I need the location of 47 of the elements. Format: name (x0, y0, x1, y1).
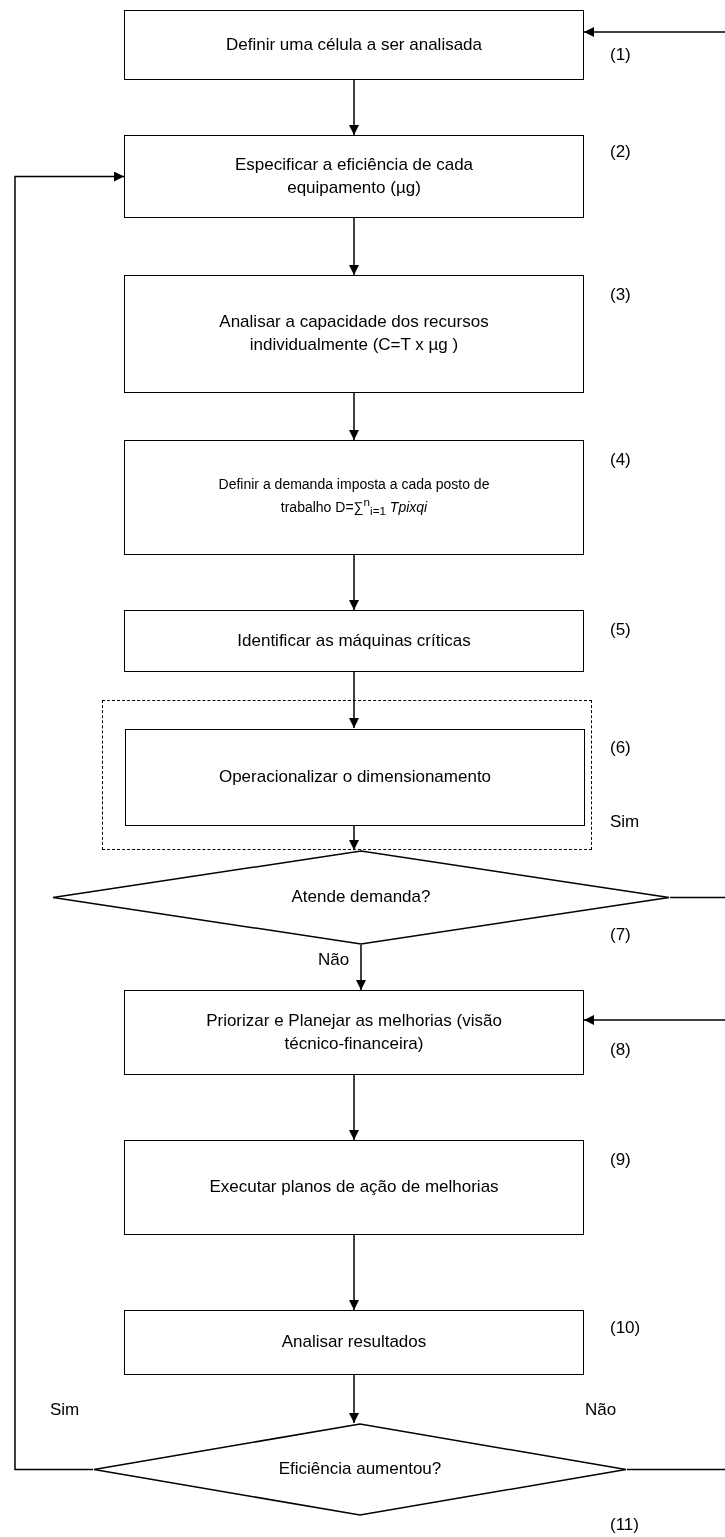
decision-diamond (52, 850, 670, 945)
step-text: Atende demanda? (291, 886, 431, 909)
step-text: Especificar a eficiência de cada equipamento (µg) (233, 153, 475, 199)
arrow (349, 217, 359, 276)
step-text: Eficiência aumentou? (278, 1458, 442, 1481)
step-number: (1) (610, 45, 631, 65)
arrow (349, 1374, 359, 1424)
step-number: (5) (610, 620, 631, 640)
arrow (349, 671, 359, 729)
step-number: (8) (610, 1040, 631, 1060)
arrow (349, 79, 359, 136)
step-number: (7) (610, 925, 631, 945)
process-box (124, 610, 584, 672)
step-number: (4) (610, 450, 631, 470)
arrow (349, 554, 359, 611)
arrow (356, 944, 366, 991)
step-number: (3) (610, 285, 631, 305)
step-number: (2) (610, 142, 631, 162)
arrow (349, 392, 359, 441)
process-box (125, 729, 585, 826)
step-number: (11) (610, 1515, 639, 1535)
process-box (124, 440, 584, 555)
step-text: Analisar resultados (281, 1331, 427, 1354)
step-text: Executar planos de ação de melhorias (209, 1176, 499, 1199)
step-number: (10) (610, 1318, 641, 1338)
arrow (583, 27, 725, 37)
step-text: Definir uma célula a ser analisada (225, 33, 483, 56)
step-text: Definir a demanda imposta a cada posto de trabalho D=∑$^{n}$$_{i=1}$ Tpixqi (217, 475, 491, 520)
step-number: (6) (610, 738, 631, 758)
process-box (124, 1140, 584, 1235)
step-number: (9) (610, 1150, 631, 1170)
process-box (124, 135, 584, 218)
decision-diamond (93, 1423, 627, 1516)
step-text: Analisar a capacidade dos recursos individualmente (C=T x µg ) (218, 311, 490, 356)
step-text: Identificar as máquinas críticas (237, 629, 471, 652)
process-box (124, 275, 584, 393)
arrow (14, 171, 125, 1471)
arrow (349, 1074, 359, 1141)
step-text: Priorizar e Planejar as melhorias (visão técnico-financeira) (205, 1009, 503, 1055)
arrow (583, 1015, 725, 1025)
arrow (349, 824, 359, 851)
process-box (124, 1310, 584, 1375)
process-box (124, 990, 584, 1075)
process-box (124, 10, 584, 80)
step-text: Operacionalizar o dimensionamento (218, 766, 492, 789)
arrow (349, 1234, 359, 1311)
dashed-group-frame (102, 700, 592, 850)
